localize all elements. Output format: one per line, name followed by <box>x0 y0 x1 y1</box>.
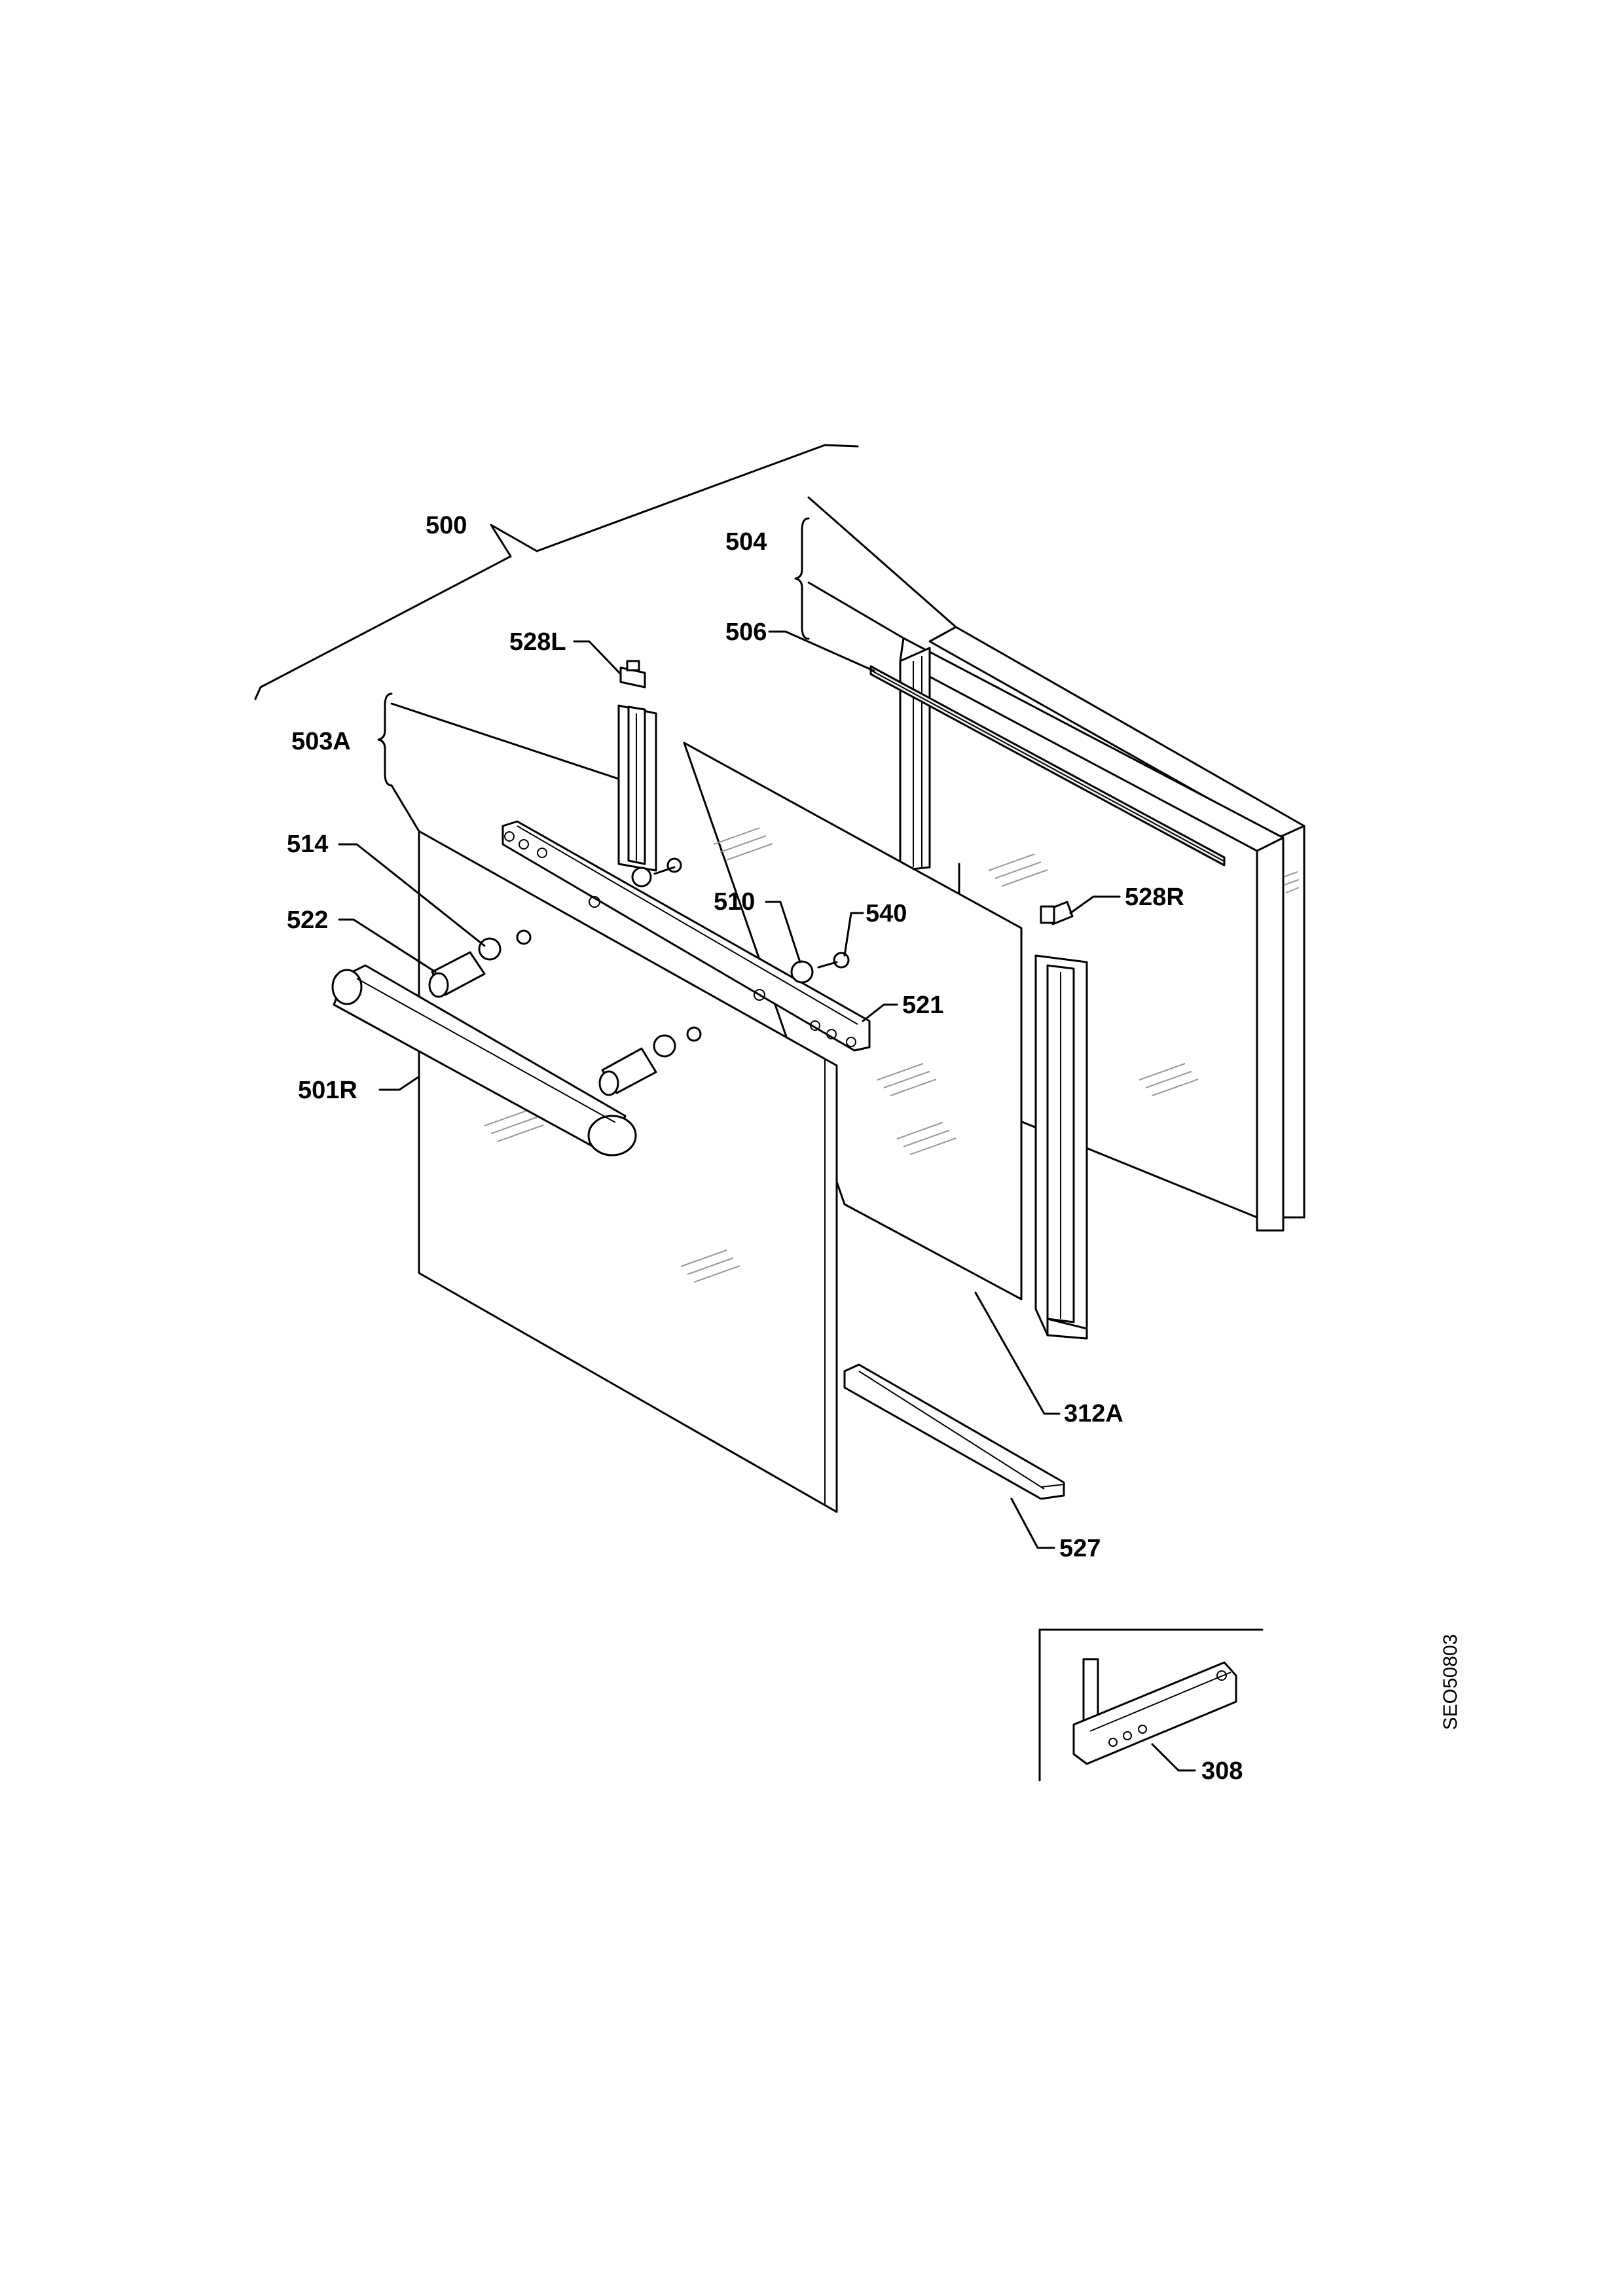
label-312A: 312A <box>1064 1400 1123 1427</box>
label-506: 506 <box>725 619 767 646</box>
drawing-code: SEO50803 <box>1440 1634 1461 1731</box>
door-handle <box>331 964 637 1157</box>
clip-528L <box>619 660 646 689</box>
side-bracket-right <box>1034 954 1088 1340</box>
screw-540 <box>817 952 850 969</box>
label-527: 527 <box>1059 1535 1101 1562</box>
label-500: 500 <box>426 512 467 539</box>
top-seal-506 <box>869 665 1226 867</box>
label-540: 540 <box>866 900 907 927</box>
label-528R: 528R <box>1125 884 1184 911</box>
assembly-bracket-500 <box>254 444 859 700</box>
bottom-strip-527 <box>843 1363 1065 1500</box>
washer-screw-upper <box>631 857 682 888</box>
top-profile-521 <box>501 820 871 1052</box>
side-bracket-left-503A <box>617 704 657 872</box>
washer-510 <box>790 960 814 984</box>
leader-lines <box>338 496 1196 1772</box>
rear-inner-frame <box>899 637 1285 1232</box>
label-510: 510 <box>714 888 755 916</box>
label-503A: 503A <box>291 728 351 755</box>
front-glass-501R <box>418 830 838 1513</box>
label-308: 308 <box>1201 1757 1243 1785</box>
hinge-inset <box>1038 1628 1264 1782</box>
label-521: 521 <box>902 992 943 1019</box>
label-501R: 501R <box>298 1077 357 1104</box>
handle-spacer-right <box>598 1026 702 1096</box>
label-522: 522 <box>287 906 328 934</box>
label-528L: 528L <box>509 628 566 656</box>
handle-spacer-left <box>428 929 532 998</box>
label-504: 504 <box>725 528 767 556</box>
clip-528R <box>1040 901 1074 925</box>
label-514: 514 <box>287 831 328 858</box>
